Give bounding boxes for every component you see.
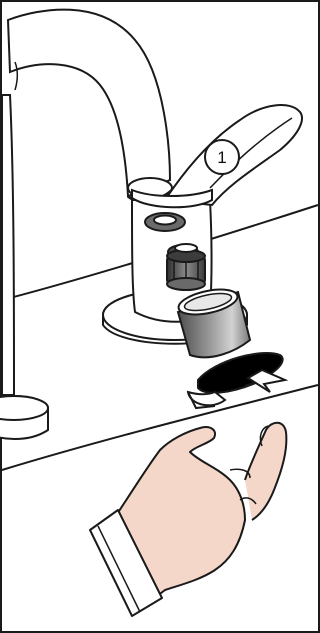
aerator-nut-icon (167, 244, 205, 290)
seal-ring-icon (145, 213, 185, 231)
step-callout: 1 (205, 140, 239, 174)
step-number: 1 (217, 148, 226, 167)
